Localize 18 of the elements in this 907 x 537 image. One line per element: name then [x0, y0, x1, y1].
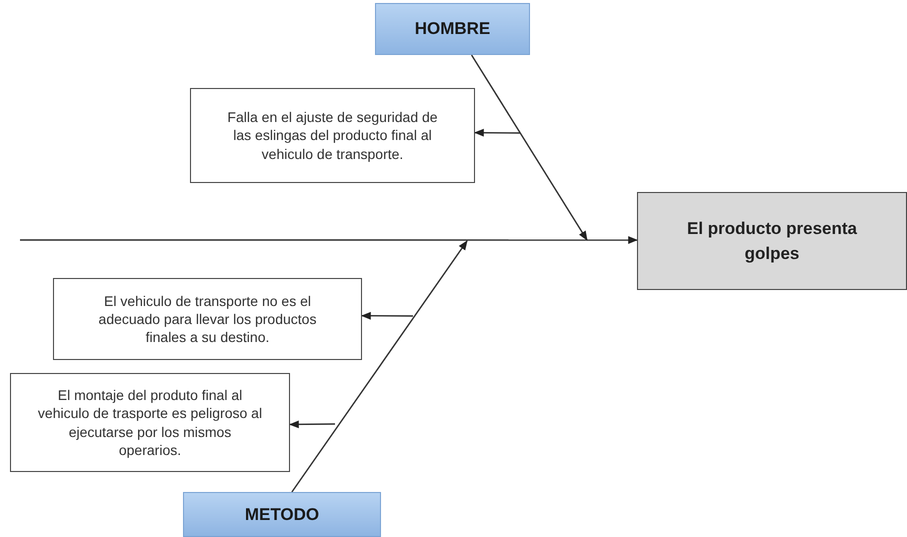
- category-box: [375, 3, 530, 55]
- arrow: [474, 128, 520, 137]
- cause-text: El montaje del produto final al vehiculo de trasporte es peligroso al ejecutarse por los mismos operarios.: [37, 386, 263, 459]
- category-label: HOMBRE: [414, 19, 490, 39]
- arrow: [361, 312, 413, 320]
- cause-text: El vehiculo de transporte no es el adecuado para llevar los productos finales a su destino.: [98, 292, 318, 346]
- arrow: [291, 240, 468, 492]
- cause-box: [10, 373, 290, 472]
- effect-label: El producto presenta golpes: [686, 218, 858, 265]
- cause-box: [190, 88, 475, 183]
- effect-box: [637, 192, 907, 290]
- cause-text: Falla en el ajuste de seguridad de las eslingas del producto final al vehiculo de transporte.: [226, 108, 439, 163]
- category-box: [183, 492, 381, 537]
- cause-box: [53, 278, 362, 360]
- arrow: [20, 236, 638, 244]
- category-label: METODO: [244, 504, 320, 524]
- arrow: [289, 420, 335, 428]
- arrow: [470, 54, 588, 241]
